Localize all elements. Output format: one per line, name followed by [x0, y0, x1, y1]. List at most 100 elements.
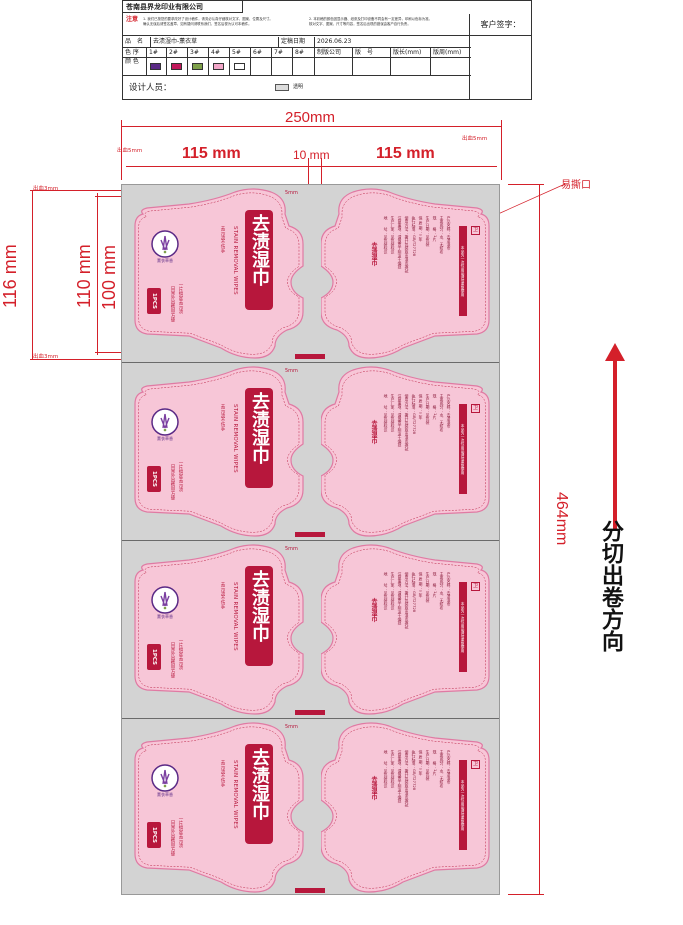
back-warning: 本品为一次性用品请勿重复使用 — [459, 582, 467, 672]
back-info-line: 使用方法：撕开包装取出湿巾擦拭 — [405, 394, 410, 451]
dim-ext-gap-right — [321, 158, 322, 186]
date-label: 定稿日期 — [279, 37, 315, 47]
dim-height-116: 116 mm — [0, 244, 20, 308]
package-repeat: 5mm 薰衣草香 去渍湿巾 STAIN REMOVAL WIPES 去污渍不伤手… — [121, 364, 500, 542]
back-info-line: 产品名称：去渍湿巾 — [447, 394, 452, 429]
dim-line-gap — [308, 166, 321, 167]
back-info-line: 使用方法：撕开包装取出湿巾擦拭 — [405, 216, 410, 273]
hygiene-badge-icon: 卫 — [471, 226, 480, 235]
back-info-lines: 产品名称：去渍湿巾主要成分：水、无纺布规 格：1片生产日期：见包装保 质 期：三… — [383, 216, 452, 334]
back-info-line: 保 质 期：三年 — [419, 572, 424, 598]
back-title: 去渍湿巾 — [370, 420, 377, 444]
brand-block — [245, 566, 273, 666]
dim-ext-top — [30, 190, 125, 191]
back-info-line: 生产日期：见包装 — [426, 572, 431, 603]
registration-mark — [295, 888, 325, 893]
plate-company-label: 制版公司 — [315, 48, 353, 57]
color-sequence-row: 色 序 1# 2# 3# 4# 5# 6# 7# 8# 制版公司 版 号 版长(… — [123, 48, 471, 58]
package-front-outline — [134, 544, 304, 715]
dim-gap: 10 mm — [293, 148, 330, 162]
dim-line-right-panel — [321, 166, 497, 167]
back-warning: 本品为一次性用品请勿重复使用 — [459, 760, 467, 850]
plate-length-label: 版长(mm) — [391, 48, 431, 57]
brand-name-en: STAIN REMOVAL WIPES — [232, 760, 238, 829]
color-swatch-4 — [213, 63, 224, 70]
dim-line-110 — [97, 193, 98, 355]
back-info-line: 规 格：1片 — [433, 216, 438, 242]
dim-total-width: 250mm — [285, 109, 336, 126]
proof-notes: 注意 1. 我们已按您的要求改好了设计稿件，请务必认真仔细核对文字、图案、位置及… — [123, 14, 471, 36]
back-title: 去渍湿巾 — [370, 776, 377, 800]
back-info-line: 执行标准：GB/T27728 — [412, 750, 417, 791]
back-info-line: 产品名称：去渍湿巾 — [447, 572, 452, 607]
back-info-line: 主要成分：水、无纺布 — [440, 750, 445, 788]
unwind-direction-arrow-icon — [605, 343, 625, 529]
dim-height-110: 110 mm — [74, 244, 94, 308]
back-info-line: 规 格：1片 — [433, 572, 438, 598]
package-front-outline — [134, 188, 304, 359]
notes-right: 2. 本彩稿的颜色因显示器、纸张及打印设备不同会有一定差异，印刷以色标为准。 核… — [309, 17, 432, 26]
brand-name-cn: 去渍湿巾 — [249, 748, 270, 820]
slogan-2: 日常外出携带方便 — [170, 286, 175, 322]
notes-left: 1. 我们已按您的要求改好了设计稿件，请务必认真仔细核对文字、图案、位置及尺寸。… — [143, 17, 273, 26]
slogan-1: 一片搞定去污渍 — [178, 638, 183, 670]
dim-right-width: 115 mm — [376, 145, 435, 162]
margin-5mm-label: 5mm — [285, 368, 298, 374]
back-info-line: 地 址：见包装标识 — [384, 572, 389, 610]
transparent-swatch — [275, 84, 289, 91]
slogan-1: 一片搞定去污渍 — [178, 282, 183, 314]
back-info-lines: 产品名称：去渍湿巾主要成分：水、无纺布规 格：1片生产日期：见包装保 质 期：三… — [383, 572, 452, 690]
back-info-line: 使用方法：撕开包装取出湿巾擦拭 — [405, 572, 410, 629]
back-warning: 本品为一次性用品请勿重复使用 — [459, 404, 467, 494]
logo-text: 薰衣草香 — [157, 436, 173, 441]
dim-ext-bottom-inner — [95, 352, 125, 353]
brand-block — [245, 744, 273, 844]
back-info-line: 执行标准：GB/T27728 — [412, 394, 417, 435]
tear-notch-label: 易撕口 — [561, 180, 591, 191]
back-warning: 本品为一次性用品请勿重复使用 — [459, 226, 467, 316]
slogan-1: 一片搞定去污渍 — [178, 460, 183, 492]
color-swatch-2 — [171, 63, 182, 70]
brand-block — [245, 210, 273, 310]
product-row: 品 名 去渍湿巾-薰衣草 定稿日期 2026.06.23 — [123, 37, 471, 48]
back-info-line: 主要成分：水、无纺布 — [440, 572, 445, 610]
slogan-1: 一片搞定去污渍 — [178, 816, 183, 848]
color-swatch-1 — [150, 63, 161, 70]
repeat-divider-3 — [122, 718, 499, 719]
package-front-outline — [134, 722, 304, 893]
front-claim: 去污渍不伤手 — [220, 226, 225, 253]
package-repeat: 5mm 薰衣草香 去渍湿巾 STAIN REMOVAL WIPES 去污渍不伤手… — [121, 720, 500, 898]
hygiene-badge-icon: 卫 — [471, 582, 480, 591]
slogan-2: 日常外出携带方便 — [170, 464, 175, 500]
package-front-outline — [134, 366, 304, 537]
designer-label: 设计人员： — [129, 83, 172, 93]
date-value: 2026.06.23 — [317, 38, 352, 45]
brand-name-en: STAIN REMOVAL WIPES — [232, 226, 238, 295]
back-info-line: 规 格：1片 — [433, 394, 438, 420]
back-info-line: 注意事项：请放置于阴凉干燥处 — [398, 572, 403, 626]
dim-line-left-panel — [126, 166, 308, 167]
back-info-line: 生产厂家：见包装标识 — [391, 572, 396, 610]
back-info-line: 生产日期：见包装 — [426, 216, 431, 247]
dim-repeat-length: 464mm — [553, 492, 570, 546]
package-back-outline — [321, 544, 490, 715]
margin-5mm-label: 5mm — [285, 190, 298, 196]
brand-name-cn: 去渍湿巾 — [249, 570, 270, 642]
back-info-line: 生产厂家：见包装标识 — [391, 394, 396, 432]
back-info-line: 地 址：见包装标识 — [384, 216, 389, 254]
unwind-direction-label: 分切出卷方向 — [598, 520, 623, 652]
logo-text: 薰衣草香 — [157, 258, 173, 263]
color-label: 颜 色 — [123, 58, 147, 75]
back-info-line: 注意事项：请放置于阴凉干燥处 — [398, 216, 403, 270]
dim-ext-top-inner — [95, 196, 125, 197]
dim-ext-gap-left — [308, 158, 309, 186]
margin-5mm-label: 5mm — [285, 724, 298, 730]
logo-text: 薰衣草香 — [157, 614, 173, 619]
bleed-left-note: 出血5mm — [117, 148, 143, 154]
package-repeat: 5mm 薰衣草香 去渍湿巾 STAIN REMOVAL WIPES 去污渍不伤手… — [121, 542, 500, 720]
lavender-logo-icon — [151, 230, 179, 258]
back-info-line: 生产日期：见包装 — [426, 750, 431, 781]
back-info-line: 保 质 期：三年 — [419, 394, 424, 420]
back-info-line: 保 质 期：三年 — [419, 750, 424, 776]
front-claim: 去污渍不伤手 — [220, 404, 225, 431]
